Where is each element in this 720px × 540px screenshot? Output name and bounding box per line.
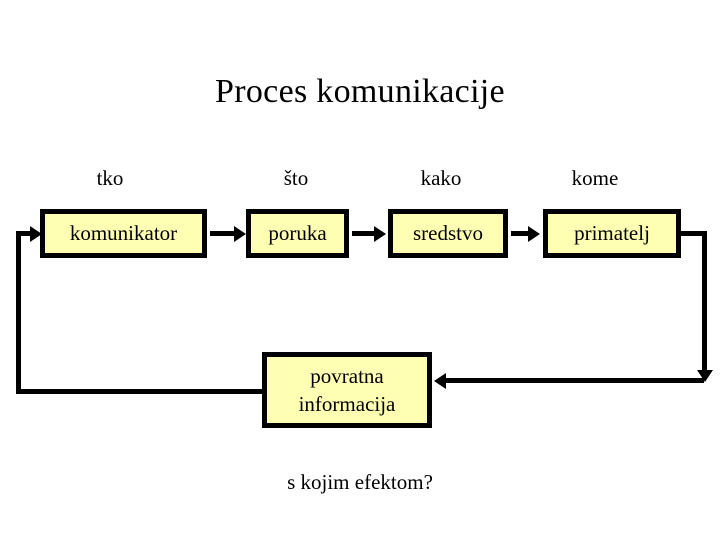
- feedback-line-1: povratna: [310, 364, 384, 388]
- process-box-komunikator[interactable]: komunikator: [40, 209, 207, 258]
- arrow-right-icon-into-komunikator: [30, 225, 42, 242]
- feedback-bottom-left-segment: [16, 389, 262, 394]
- feedback-line-2: informacija: [298, 392, 396, 416]
- connector-poruka-sredstvo-line: [352, 231, 375, 236]
- process-box-primatelj[interactable]: primatelj: [543, 209, 681, 258]
- feedback-left-top-segment: [16, 231, 34, 236]
- process-box-poruka[interactable]: poruka: [246, 209, 349, 258]
- column-label-tko: tko: [96, 166, 124, 190]
- feedback-right-top-segment: [681, 231, 707, 236]
- slide-caption: s kojim efektom?: [287, 470, 433, 494]
- feedback-right-vertical-segment: [702, 231, 707, 379]
- column-label-kome: kome: [571, 166, 619, 190]
- connector-sredstvo-primatelj-line: [511, 231, 529, 236]
- column-label-kako: kako: [420, 166, 462, 190]
- page-title: Proces komunikacije: [215, 73, 505, 110]
- process-box-sredstvo[interactable]: sredstvo: [388, 209, 508, 258]
- feedback-bottom-right-segment: [446, 378, 704, 383]
- feedback-left-vertical-segment: [16, 231, 21, 394]
- column-label-sto: što: [283, 166, 309, 190]
- arrow-right-icon-poruka-sredstvo: [374, 225, 386, 242]
- connector-komunikator-poruka-line: [210, 231, 235, 236]
- arrow-left-icon-into-feedback-box: [434, 372, 446, 389]
- arrow-right-icon-komunikator-poruka: [234, 225, 246, 242]
- process-box-povratna-informacija[interactable]: povratna informacija: [262, 352, 432, 428]
- arrow-right-icon-sredstvo-primatelj: [528, 225, 540, 242]
